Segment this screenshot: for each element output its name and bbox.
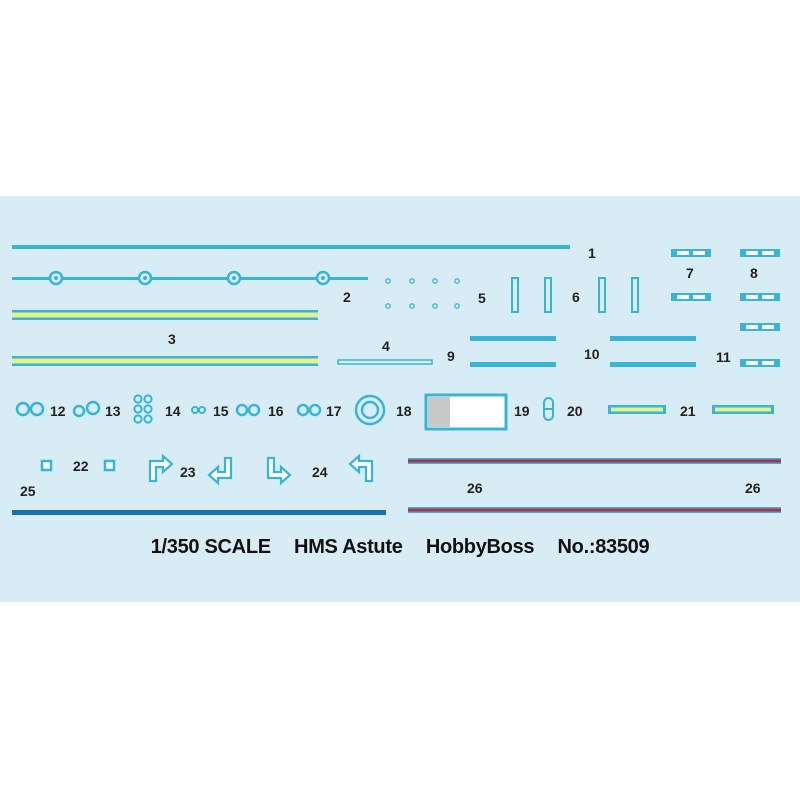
decal-13-rings xyxy=(72,400,101,418)
decal-label-6: 6 xyxy=(572,289,580,305)
decal-14-ring-grid xyxy=(133,394,153,424)
decal-label-18: 18 xyxy=(396,403,412,419)
decal-label-12: 12 xyxy=(50,403,66,419)
decal-8-marks xyxy=(740,249,780,301)
decal-16-rings xyxy=(235,403,261,417)
decal-22-squares xyxy=(40,459,116,472)
decal-label-10: 10 xyxy=(584,346,600,362)
decal-12-rings xyxy=(15,401,45,417)
decal-label-4: 4 xyxy=(382,338,390,354)
decal-25-line xyxy=(12,510,386,515)
decal-1-line xyxy=(12,245,570,249)
decal-17-rings xyxy=(296,403,322,417)
decal-label-2: 2 xyxy=(343,289,351,305)
decal-21-strip-right xyxy=(712,405,774,414)
decal-label-19: 19 xyxy=(514,403,530,419)
decal-label-5: 5 xyxy=(478,290,486,306)
model-name: HMS Astute xyxy=(294,536,403,558)
decal-label-26-right: 26 xyxy=(745,480,761,496)
decal-15-rings xyxy=(191,406,206,414)
item-number: No.:83509 xyxy=(557,536,650,558)
decal-21-strip-left xyxy=(608,405,666,414)
decal-5-dots xyxy=(385,278,460,309)
decal-19-panel xyxy=(424,393,508,431)
decal-label-26-left: 26 xyxy=(467,480,483,496)
decal-10-strips xyxy=(610,336,696,367)
decal-label-24: 24 xyxy=(312,464,328,480)
decal-11-marks xyxy=(740,323,780,367)
decal-label-23: 23 xyxy=(180,464,196,480)
decal-label-11: 11 xyxy=(716,349,731,365)
decal-9-strips xyxy=(470,336,556,367)
decal-3-upper-strip xyxy=(12,310,318,320)
decal-label-13: 13 xyxy=(105,403,121,419)
decal-20-mark xyxy=(543,397,554,421)
decal-6-vertical-marks xyxy=(511,277,639,313)
decal-label-8: 8 xyxy=(750,265,758,281)
decal-18-ring xyxy=(354,394,386,426)
decal-label-3: 3 xyxy=(168,331,176,347)
decal-label-14: 14 xyxy=(165,403,181,419)
decal-label-15: 15 xyxy=(213,403,229,419)
brand-name: HobbyBoss xyxy=(425,536,535,558)
decal-label-1: 1 xyxy=(588,245,596,261)
decal-26-line-lower xyxy=(408,507,781,513)
scale-label: 1/350 SCALE xyxy=(150,536,271,558)
decal-3-lower-strip xyxy=(12,356,318,366)
decal-label-20: 20 xyxy=(567,403,583,419)
decal-label-7: 7 xyxy=(686,265,694,281)
decal-label-21: 21 xyxy=(680,403,696,419)
decal-7-marks xyxy=(671,249,711,301)
decal-label-16: 16 xyxy=(268,403,284,419)
decal-26-line-upper xyxy=(408,458,781,464)
sheet-footer: 1/350 SCALE HMS Astute HobbyBoss No.:835… xyxy=(0,536,800,559)
decal-sheet: 1 2 3 4 5 6 xyxy=(0,196,800,602)
decal-24-arrows xyxy=(266,453,374,486)
decal-23-arrows xyxy=(148,453,233,486)
decal-label-22: 22 xyxy=(73,458,89,474)
decal-2-line-with-rings xyxy=(12,270,368,286)
decal-label-9: 9 xyxy=(447,348,455,364)
decal-label-25: 25 xyxy=(20,483,36,499)
decal-artwork: 1 2 3 4 5 6 xyxy=(12,245,781,515)
decal-4-line xyxy=(337,359,433,365)
decal-label-17: 17 xyxy=(326,403,342,419)
